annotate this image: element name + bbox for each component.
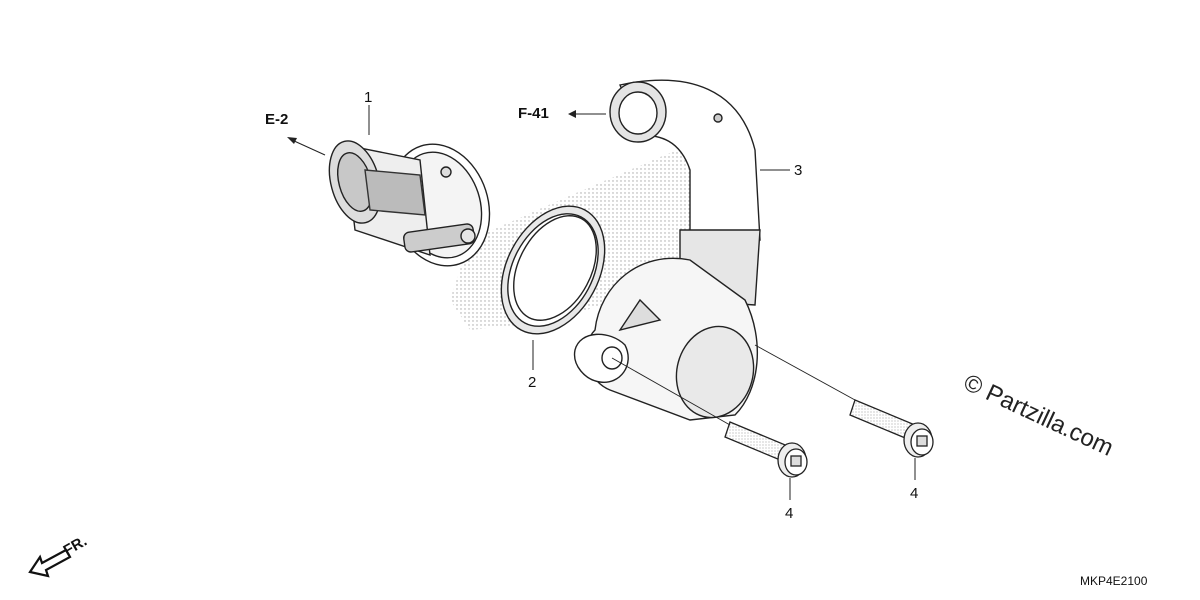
bolt-guide-line-left — [611, 357, 731, 426]
bolt-guide-line-right — [754, 344, 856, 401]
front-direction-arrow-icon — [28, 548, 72, 578]
o-ring-part — [500, 205, 606, 335]
watermark-text: © Partzilla.com — [959, 369, 1117, 462]
reference-e2[interactable]: E-2 — [265, 111, 288, 128]
bolt-part-left — [724, 421, 808, 478]
bolt-part-right — [849, 399, 934, 458]
part-label-4b: 4 — [910, 485, 918, 502]
part-label-2: 2 — [528, 374, 536, 391]
diagram-code: MKP4E2100 — [1080, 574, 1148, 588]
part-label-3: 3 — [794, 162, 802, 179]
reference-f41[interactable]: F-41 — [518, 105, 549, 122]
thermostat-cover-part — [573, 79, 761, 421]
part-label-1: 1 — [364, 89, 372, 106]
thermostat-part — [328, 140, 491, 267]
reference-arrow-icon — [568, 110, 606, 118]
part-label-4a: 4 — [785, 505, 793, 522]
reference-arrow-icon — [287, 137, 326, 156]
